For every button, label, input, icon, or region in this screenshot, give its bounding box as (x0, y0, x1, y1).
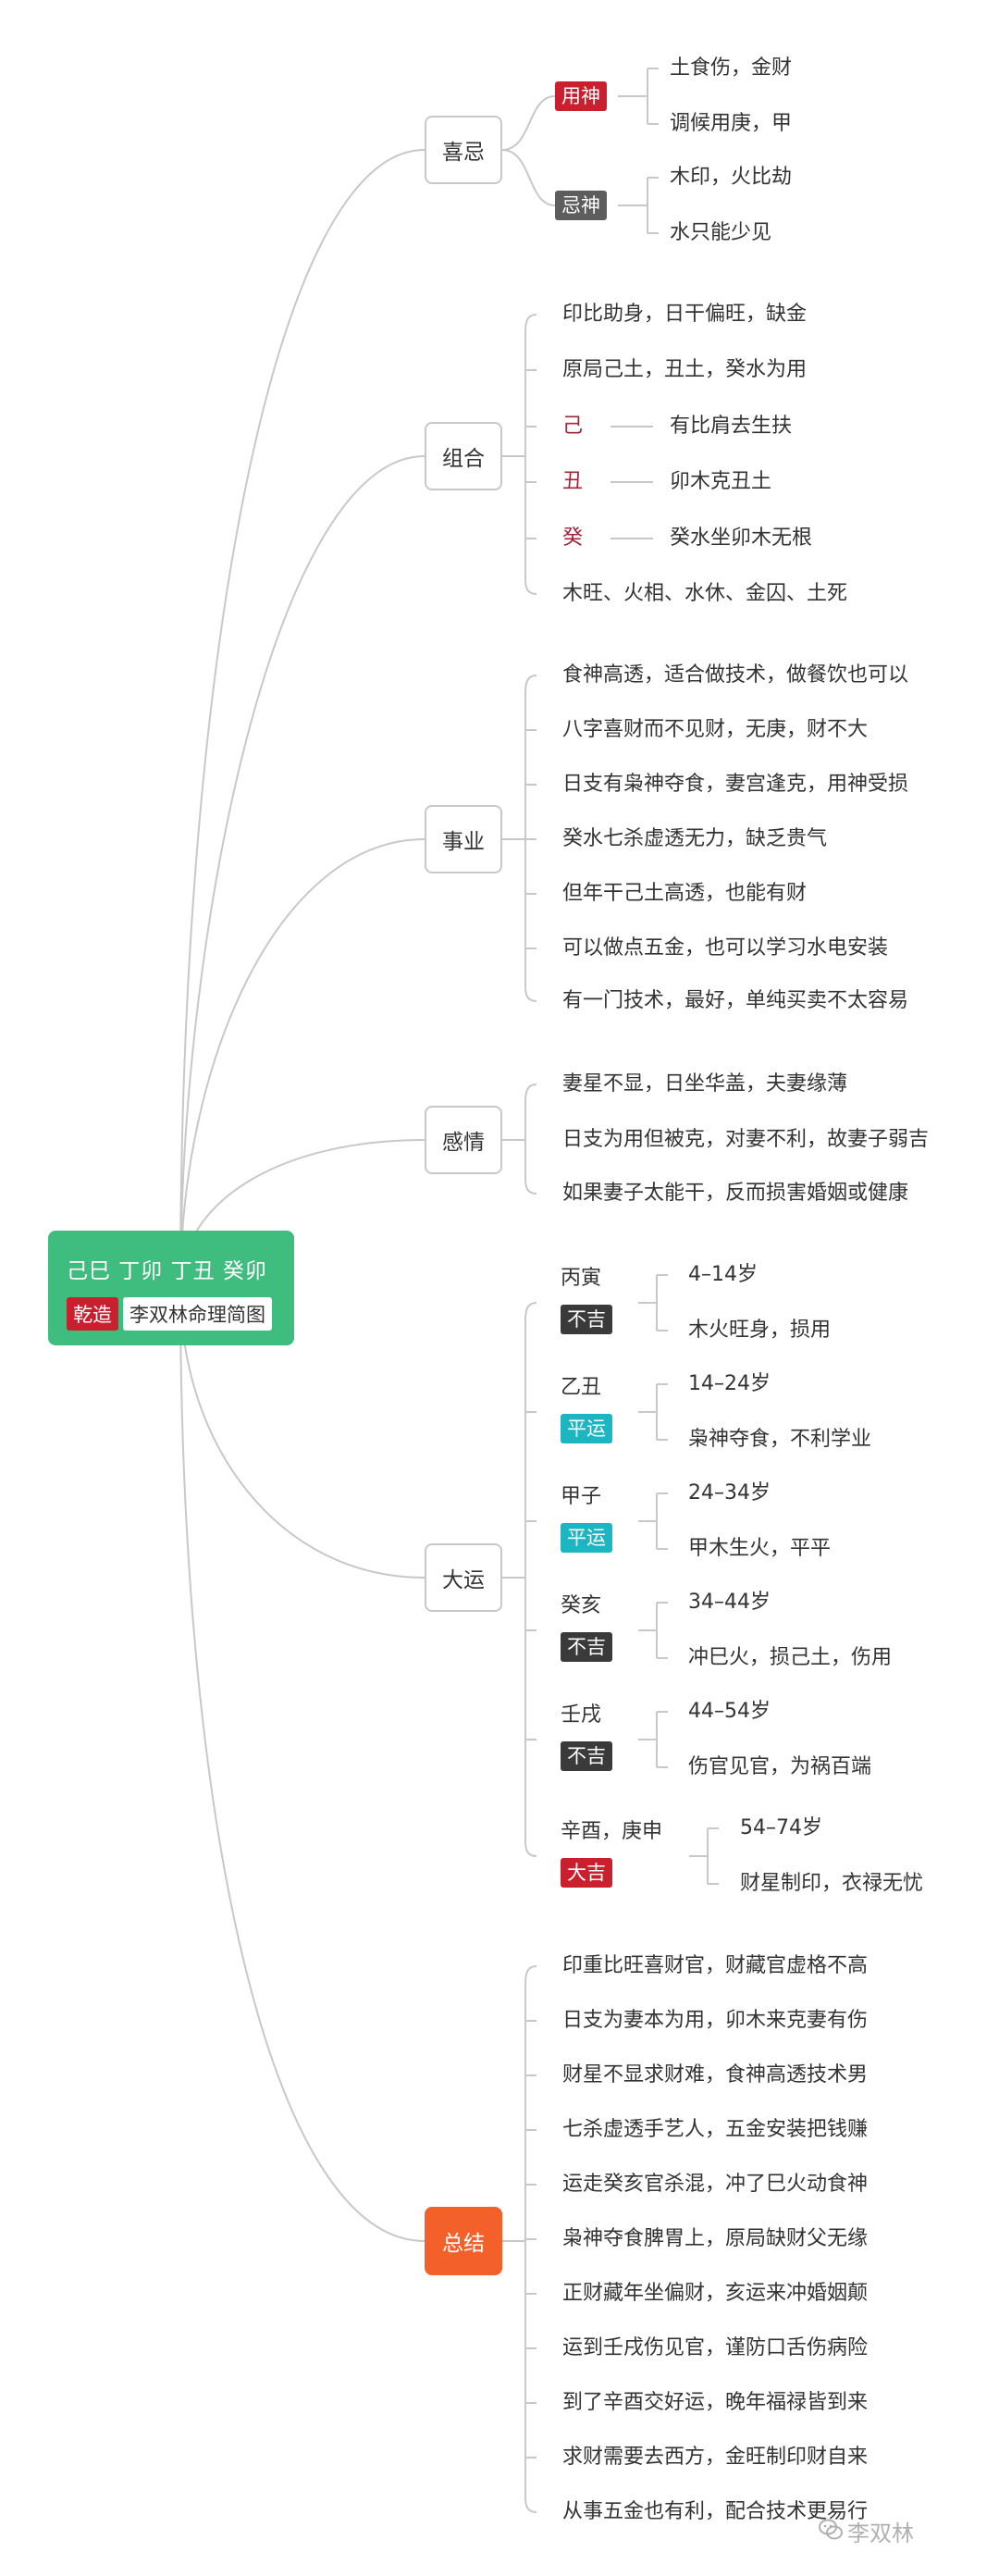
root-tag-author: 李双林命理简图 (123, 1297, 272, 1331)
dayun-5-tag[interactable]: 不吉 (561, 1741, 612, 1771)
dayun-6-tag[interactable]: 大吉 (561, 1858, 612, 1888)
zongjie-item-5: 运走癸亥官杀混，冲了巳火动食神 (562, 2173, 869, 2196)
dayun-4-age: 34–44岁 (688, 1591, 771, 1614)
dayun-6-name: 辛酉，庚申 (561, 1820, 663, 1843)
zongjie-item-7: 正财藏年坐偏财，亥运来冲婚姻颠 (562, 2282, 869, 2305)
dayun-3-name: 甲子 (561, 1485, 602, 1508)
zongjie-item-6: 枭神夺食脾胃上，原局缺财父无缘 (562, 2227, 869, 2250)
dayun-6-age: 54–74岁 (740, 1816, 822, 1839)
zongjie-item-10: 求财需要去西方，金旺制印财自来 (562, 2446, 869, 2469)
dayun-1-age: 4–14岁 (688, 1263, 758, 1286)
dayun-3-tag[interactable]: 平运 (561, 1523, 612, 1553)
shiye-item-3: 日支有枭神夺食，妻宫逢克，用神受损 (562, 773, 909, 796)
zongjie-item-3: 财星不显求财难，食神高透技术男 (562, 2063, 869, 2087)
zuhe-pair-value-3: 癸水坐卯木无根 (670, 526, 813, 550)
dayun-4-desc: 冲巳火，损己土，伤用 (688, 1646, 893, 1669)
dayun-6-desc: 财星制印，衣禄无忧 (740, 1872, 924, 1895)
dayun-1-name: 丙寅 (561, 1267, 602, 1290)
branch-zuhe[interactable]: 组合 (425, 422, 502, 490)
branch-dayun[interactable]: 大运 (425, 1543, 502, 1612)
shiye-item-5: 但年干己土高透，也能有财 (562, 882, 808, 905)
ganqing-item-1: 妻星不显，日坐华盖，夫妻缘薄 (562, 1072, 848, 1096)
zuhe-item-last: 木旺、火相、水休、金囚、土死 (562, 582, 848, 605)
yongshen-item-2: 调候用庚，甲 (670, 112, 793, 135)
dayun-4-tag[interactable]: 不吉 (561, 1632, 612, 1662)
dayun-3-desc: 甲木生火，平平 (688, 1537, 832, 1560)
zongjie-item-2: 日支为妻本为用，卯木来克妻有伤 (562, 2009, 869, 2032)
root-title: 己巳 丁卯 丁丑 癸卯 (67, 1259, 267, 1283)
wechat-icon (819, 2519, 843, 2540)
branch-ganqing[interactable]: 感情 (425, 1106, 502, 1174)
dayun-2-name: 乙丑 (561, 1376, 602, 1399)
zuhe-item-1: 印比助身，日干偏旺，缺金 (562, 303, 808, 326)
jishen-tag[interactable]: 忌神 (555, 191, 607, 220)
root-tag-qianzao: 乾造 (67, 1297, 118, 1331)
dayun-5-age: 44–54岁 (688, 1700, 771, 1723)
dayun-1-tag[interactable]: 不吉 (561, 1305, 612, 1334)
shiye-item-7: 有一门技术，最好，单纯买卖不太容易 (562, 989, 909, 1012)
zuhe-pair-value-2: 卯木克丑土 (670, 470, 772, 493)
shiye-item-4: 癸水七杀虚透无力，缺乏贵气 (562, 827, 828, 850)
dayun-5-name: 壬戌 (561, 1703, 602, 1727)
zuhe-pair-key-3: 癸 (562, 526, 584, 550)
yongshen-tag[interactable]: 用神 (555, 81, 607, 111)
shiye-item-6: 可以做点五金，也可以学习水电安装 (562, 936, 889, 960)
dayun-1-desc: 木火旺身，损用 (688, 1319, 832, 1342)
zuhe-pair-value-1: 有比肩去生扶 (670, 415, 793, 438)
zongjie-item-11: 从事五金也有利，配合技术更易行 (562, 2500, 869, 2523)
jishen-item-2: 水只能少见 (670, 221, 772, 244)
root-tags: 乾造李双林命理简图 (67, 1297, 276, 1331)
dayun-2-desc: 枭神夺食，不利学业 (688, 1428, 872, 1451)
yongshen-item-1: 土食伤，金财 (670, 56, 793, 80)
ganqing-item-3: 如果妻子太能干，反而损害婚姻或健康 (562, 1182, 909, 1205)
watermark: 李双林 (847, 2520, 914, 2546)
dayun-3-age: 24–34岁 (688, 1481, 771, 1505)
zongjie-item-1: 印重比旺喜财官，财藏官虚格不高 (562, 1954, 869, 1977)
shiye-item-1: 食神高透，适合做技术，做餐饮也可以 (562, 663, 909, 687)
jishen-item-1: 木印，火比劫 (670, 166, 793, 189)
branch-shiye[interactable]: 事业 (425, 805, 502, 873)
branch-xiji[interactable]: 喜忌 (425, 116, 502, 184)
zongjie-item-4: 七杀虚透手艺人，五金安装把钱赚 (562, 2118, 869, 2141)
zuhe-pair-key-2: 丑 (562, 470, 584, 493)
dayun-2-tag[interactable]: 平运 (561, 1414, 612, 1443)
zuhe-item-2: 原局己土，丑土，癸水为用 (562, 358, 808, 381)
root-node[interactable]: 己巳 丁卯 丁丑 癸卯 乾造李双林命理简图 (48, 1231, 294, 1345)
dayun-5-desc: 伤官见官，为祸百端 (688, 1755, 872, 1778)
zuhe-pair-key-1: 己 (562, 415, 584, 438)
dayun-2-age: 14–24岁 (688, 1372, 771, 1395)
dayun-4-name: 癸亥 (561, 1594, 602, 1617)
zongjie-item-8: 运到壬戌伤见官，谨防口舌伤病险 (562, 2336, 869, 2359)
ganqing-item-2: 日支为用但被克，对妻不利，故妻子弱吉 (562, 1128, 930, 1151)
zongjie-item-9: 到了辛酉交好运，晚年福禄皆到来 (562, 2391, 869, 2414)
shiye-item-2: 八字喜财而不见财，无庚，财不大 (562, 718, 869, 741)
branch-zongjie[interactable]: 总结 (425, 2207, 502, 2275)
